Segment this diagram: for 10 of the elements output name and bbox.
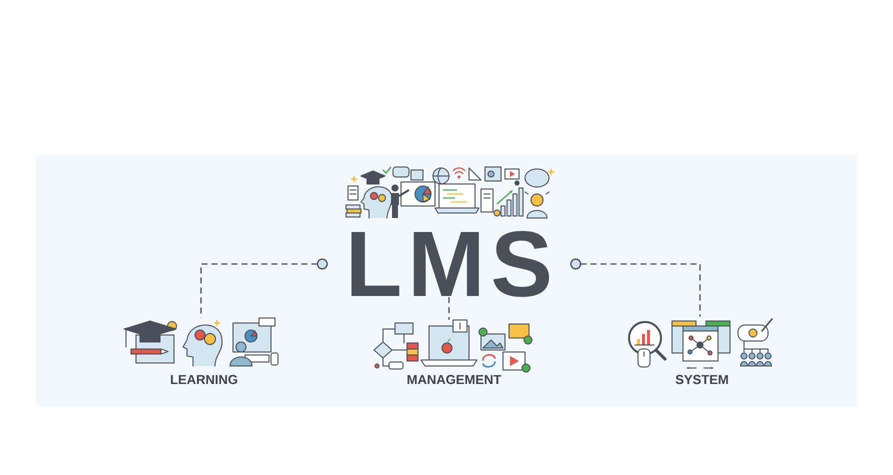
dashed-connector <box>200 258 328 318</box>
illustration <box>374 320 532 372</box>
node-label: SYSTEM <box>676 374 728 384</box>
node-label: MANAGEMENT <box>408 374 502 384</box>
node-label: LEARNING <box>170 374 238 384</box>
dashed-connector <box>448 297 450 320</box>
illustration <box>628 318 773 370</box>
dashed-connector <box>570 258 701 317</box>
illustration <box>124 318 278 366</box>
heading-text: LMS <box>352 231 550 297</box>
